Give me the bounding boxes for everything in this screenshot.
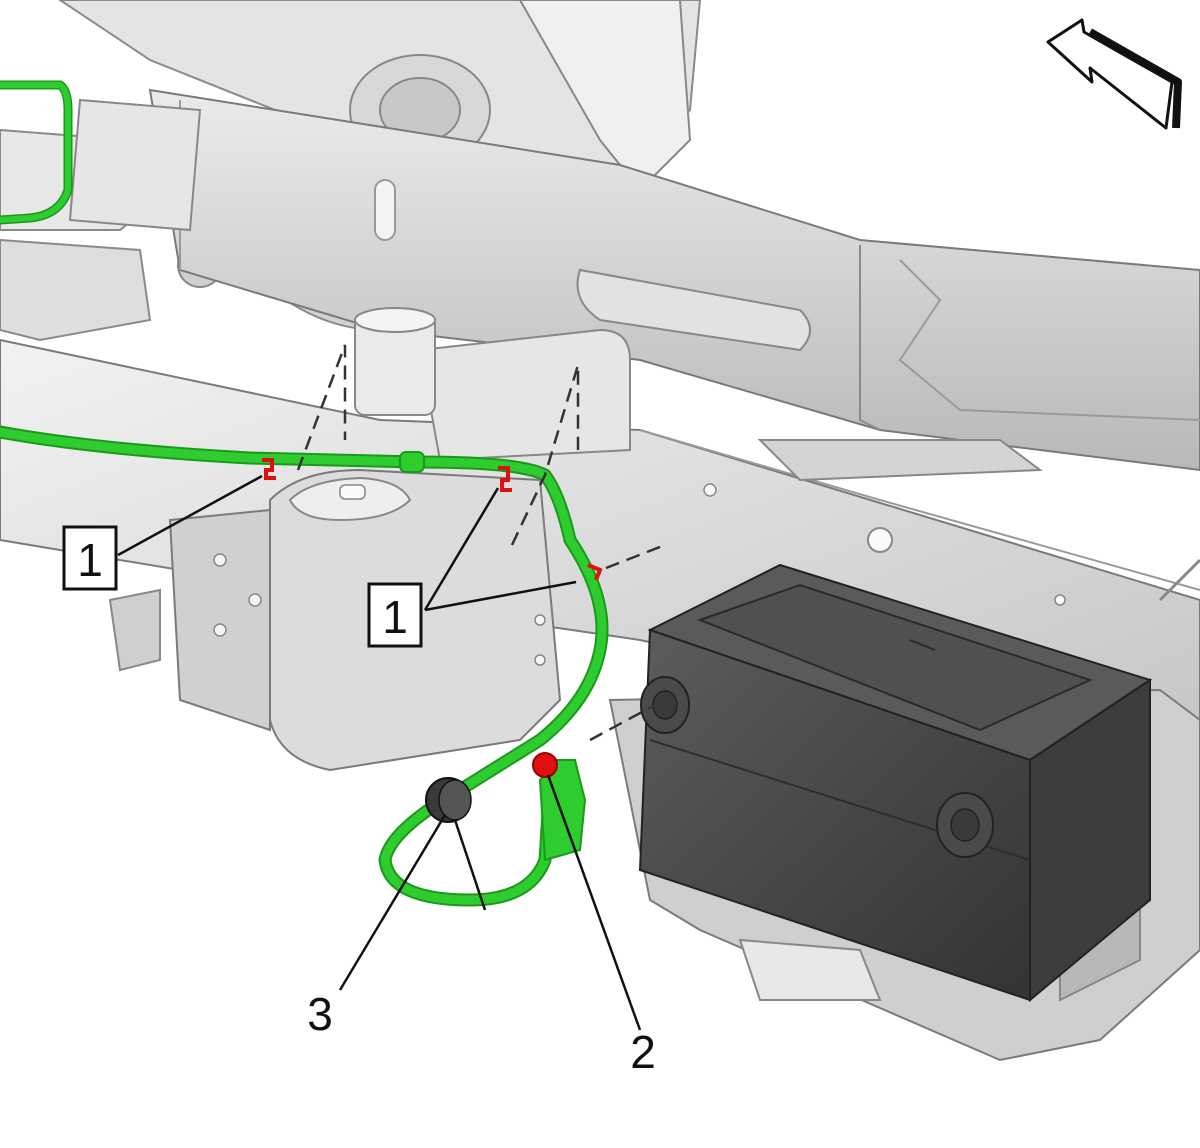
callout-1a-label: 1 <box>77 534 103 586</box>
callout-3-label: 3 <box>307 988 333 1040</box>
callout-1b: 1 <box>367 582 423 648</box>
callout-1b-label: 1 <box>382 591 408 643</box>
cable-grommet <box>425 777 472 823</box>
battery <box>638 563 1153 1003</box>
callout-3: 3 <box>307 988 333 1040</box>
cable-clip-fasteners <box>262 458 603 778</box>
ground-cable <box>0 80 609 907</box>
assembly-guide-lines <box>296 344 666 742</box>
callout-1a: 1 <box>62 525 118 591</box>
upper-frame-rail <box>68 88 1200 472</box>
callout-2-label: 2 <box>630 1026 656 1078</box>
leader-lines <box>117 474 642 1031</box>
callout-2: 2 <box>630 1026 656 1078</box>
front-direction-arrow-icon <box>1046 18 1182 130</box>
